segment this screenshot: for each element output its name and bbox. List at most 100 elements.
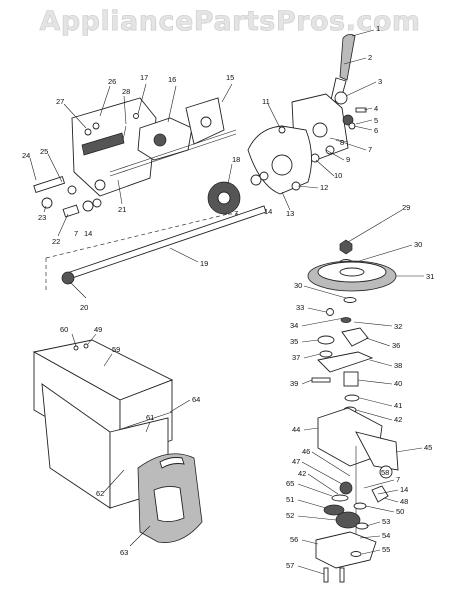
- leader-lines: [29, 29, 424, 575]
- washer-50: [353, 502, 367, 510]
- callout-56: 56: [290, 535, 298, 544]
- screw-57b: [339, 567, 345, 583]
- callout-59: 59: [112, 345, 120, 354]
- clip-28: [122, 125, 127, 141]
- key-32: [340, 317, 352, 323]
- callout-37: 37: [292, 353, 300, 362]
- callout-13: 13: [286, 209, 294, 218]
- idler-assembly: [311, 308, 374, 414]
- fork-48: [371, 485, 389, 503]
- nut-10: [310, 153, 320, 163]
- screw-27b: [92, 122, 100, 130]
- callout-10: 10: [334, 171, 342, 180]
- washer-7: [250, 174, 262, 186]
- callout-3: 3: [378, 77, 382, 86]
- callout-22: 22: [52, 237, 60, 246]
- washer-65: [331, 494, 349, 502]
- case-half-56: [315, 531, 377, 569]
- callout-15: 15: [226, 73, 234, 82]
- callout-11: 11: [262, 97, 270, 106]
- callout-30-top: 30: [414, 240, 422, 249]
- callout-14-top: 14: [264, 207, 272, 216]
- callout-64: 64: [192, 395, 200, 404]
- callout-58: 58: [381, 468, 389, 477]
- callout-20: 20: [80, 303, 88, 312]
- axle-19: [61, 205, 267, 285]
- callout-29: 29: [402, 203, 410, 212]
- callout-53: 53: [382, 517, 390, 526]
- gearbox-gear: [153, 133, 167, 147]
- callout-14-lower: 14: [400, 485, 408, 494]
- callout-7-top: 7: [368, 145, 372, 154]
- pin-17: [133, 113, 139, 119]
- callout-41: 41: [394, 401, 402, 410]
- plate-15-hole: [200, 116, 212, 128]
- callout-26: 26: [108, 77, 116, 86]
- bushing: [312, 122, 328, 138]
- lever-knob-3: [334, 91, 348, 105]
- sprocket-hub: [217, 191, 231, 205]
- callout-7-mid: 7: [234, 209, 238, 218]
- gearbox-16: [122, 113, 193, 161]
- callout-42-bottom: 42: [298, 469, 306, 478]
- bag-frame-rod-64: [117, 411, 173, 431]
- callout-14-left: 14: [84, 229, 92, 238]
- bushing-25: [94, 179, 106, 191]
- pulley-hub: [339, 267, 365, 277]
- callout-25: 25: [40, 147, 48, 156]
- callout-33: 33: [296, 303, 304, 312]
- callout-24: 24: [22, 151, 30, 160]
- screw-27a: [84, 128, 92, 136]
- callout-34: 34: [290, 321, 298, 330]
- bolt-24: [33, 175, 66, 194]
- shift-lever-assembly: [328, 34, 356, 114]
- nut-29: [339, 239, 353, 255]
- nut-23: [41, 197, 53, 209]
- frame-assembly: [71, 97, 157, 197]
- bag-handle-61: [159, 457, 185, 469]
- spring-21: [81, 132, 125, 156]
- callout-2: 2: [368, 53, 372, 62]
- washer-left: [67, 185, 77, 195]
- callout-61: 61: [146, 413, 154, 422]
- grass-bag-assembly: [32, 339, 203, 543]
- callout-48: 48: [400, 497, 408, 506]
- bracket-45: [355, 431, 399, 471]
- lever-grip: [339, 34, 356, 81]
- callout-17: 17: [140, 73, 148, 82]
- shift-arm-38: [317, 351, 374, 373]
- callout-9: 9: [346, 155, 350, 164]
- pulley-31: [307, 239, 397, 303]
- screw-4: [355, 107, 367, 113]
- gear-47: [339, 481, 353, 495]
- callout-40: 40: [394, 379, 402, 388]
- dashed-leader-top: [45, 213, 229, 259]
- callout-45: 45: [424, 443, 432, 452]
- callout-16: 16: [168, 75, 176, 84]
- cover-hub: [271, 154, 293, 176]
- callout-18: 18: [232, 155, 240, 164]
- callout-23: 23: [38, 213, 46, 222]
- callout-42-top: 42: [394, 415, 402, 424]
- washer-41: [344, 394, 360, 402]
- screw-57a: [323, 567, 329, 583]
- callout-21: 21: [118, 205, 126, 214]
- label-58-circle: [379, 465, 393, 479]
- bag-end-window: [153, 485, 185, 523]
- callout-50: 50: [396, 507, 404, 516]
- bushing-35: [317, 335, 335, 345]
- plate-15: [185, 97, 225, 145]
- callout-46: 46: [302, 447, 310, 456]
- callout-7-lower: 7: [396, 475, 400, 484]
- screw-55: [350, 551, 362, 557]
- callout-57: 57: [286, 561, 294, 570]
- bearing-20: [61, 271, 75, 285]
- callout-1: 1: [376, 24, 380, 33]
- screw-11: [278, 126, 286, 134]
- callout-6: 6: [374, 126, 378, 135]
- callout-44: 44: [292, 425, 300, 434]
- callout-32: 32: [394, 322, 402, 331]
- drive-shaft: [109, 129, 237, 173]
